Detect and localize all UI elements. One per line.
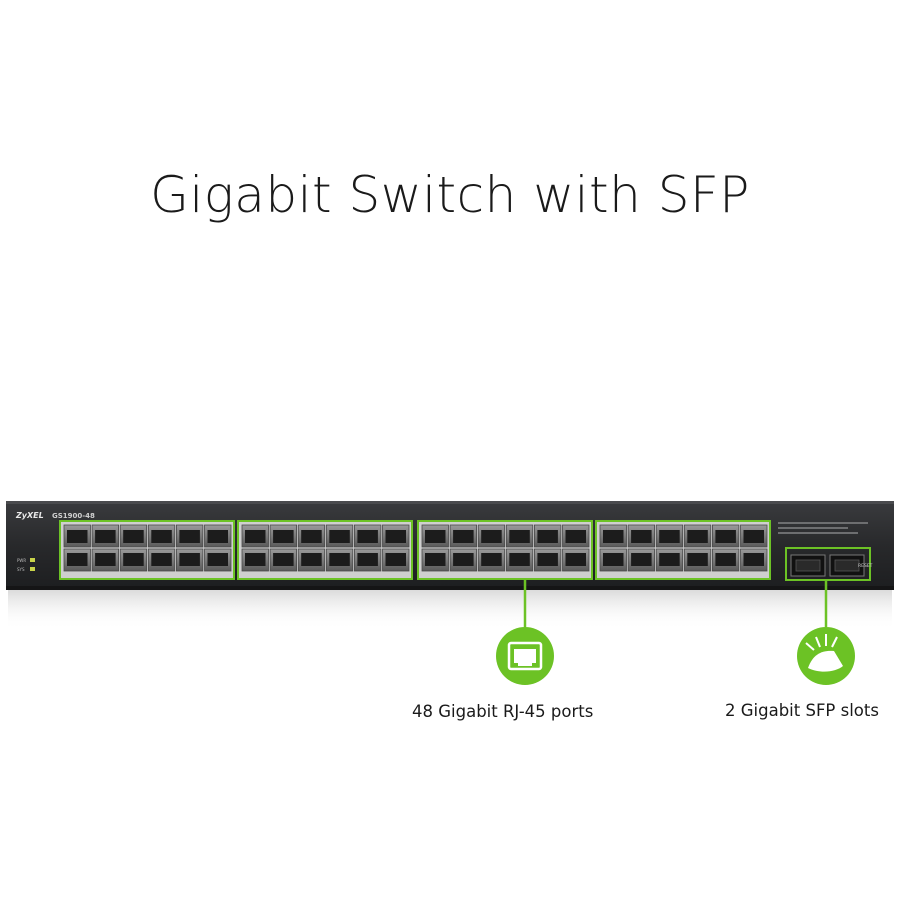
rj45-port-socket xyxy=(151,530,172,543)
rj45-port-socket xyxy=(301,530,322,543)
rj45-port-socket xyxy=(631,530,652,543)
rj45-port-socket xyxy=(207,553,228,566)
brand-logo: ZyXEL xyxy=(15,511,44,520)
rj45-port-socket xyxy=(481,530,502,543)
rj45-port-socket xyxy=(509,553,530,566)
rj45-port-socket xyxy=(715,530,736,543)
ethernet-port-icon xyxy=(496,627,554,685)
rj45-port-socket xyxy=(565,530,586,543)
rj45-port-socket xyxy=(481,553,502,566)
rj45-port-socket xyxy=(385,553,406,566)
rj45-port-socket xyxy=(687,530,708,543)
rj45-port-socket xyxy=(179,530,200,543)
rj45-port-socket xyxy=(245,530,266,543)
fiber-optic-icon xyxy=(797,627,855,685)
rj45-port-socket xyxy=(329,530,350,543)
rj45-port-socket xyxy=(151,553,172,566)
rj45-port-socket xyxy=(603,530,624,543)
rj45-port-socket xyxy=(179,553,200,566)
rj45-port-socket xyxy=(357,530,378,543)
rj45-port-socket xyxy=(743,530,764,543)
rj45-port-socket xyxy=(123,553,144,566)
rj45-port-socket xyxy=(273,530,294,543)
rj45-port-socket xyxy=(453,553,474,566)
rj45-port-socket xyxy=(329,553,350,566)
led-sys-label: SYS xyxy=(17,567,25,572)
rj45-port-socket xyxy=(453,530,474,543)
rj45-callout-label: 48 Gigabit RJ-45 ports xyxy=(412,702,594,721)
rj45-port-socket xyxy=(425,553,446,566)
device-reflection xyxy=(8,590,892,630)
rj45-port-socket xyxy=(301,553,322,566)
rj45-port-socket xyxy=(207,530,228,543)
led-pwr xyxy=(30,558,35,562)
rj45-port-socket xyxy=(425,530,446,543)
reset-label: RESET xyxy=(858,563,873,569)
rj45-port-socket xyxy=(743,553,764,566)
rj45-port-socket xyxy=(67,530,88,543)
model-label: GS1900-48 xyxy=(52,512,95,520)
rj45-port-socket xyxy=(123,530,144,543)
rj45-port-socket xyxy=(631,553,652,566)
rj45-port-socket xyxy=(715,553,736,566)
rj45-port-socket xyxy=(67,553,88,566)
rj45-port-socket xyxy=(357,553,378,566)
rj45-port-socket xyxy=(603,553,624,566)
rj45-port-socket xyxy=(537,530,558,543)
rj45-port-socket xyxy=(687,553,708,566)
rj45-port-socket xyxy=(659,553,680,566)
rj45-port-socket xyxy=(95,530,116,543)
rj45-port-socket xyxy=(385,530,406,543)
rj45-port-socket xyxy=(509,530,530,543)
rj45-port-socket xyxy=(273,553,294,566)
led-pwr-label: PWR xyxy=(17,558,26,563)
sfp-callout-label: 2 Gigabit SFP slots xyxy=(725,701,879,720)
rj45-port-socket xyxy=(537,553,558,566)
rj45-port-socket xyxy=(659,530,680,543)
rj45-port-groups xyxy=(59,520,771,580)
rj45-port-socket xyxy=(95,553,116,566)
led-sys xyxy=(30,567,35,571)
sfp-slot-group: RESET xyxy=(785,547,873,581)
rj45-port-socket xyxy=(245,553,266,566)
rj45-port-socket xyxy=(565,553,586,566)
headline: Gigabit Switch with SFP xyxy=(150,166,750,224)
